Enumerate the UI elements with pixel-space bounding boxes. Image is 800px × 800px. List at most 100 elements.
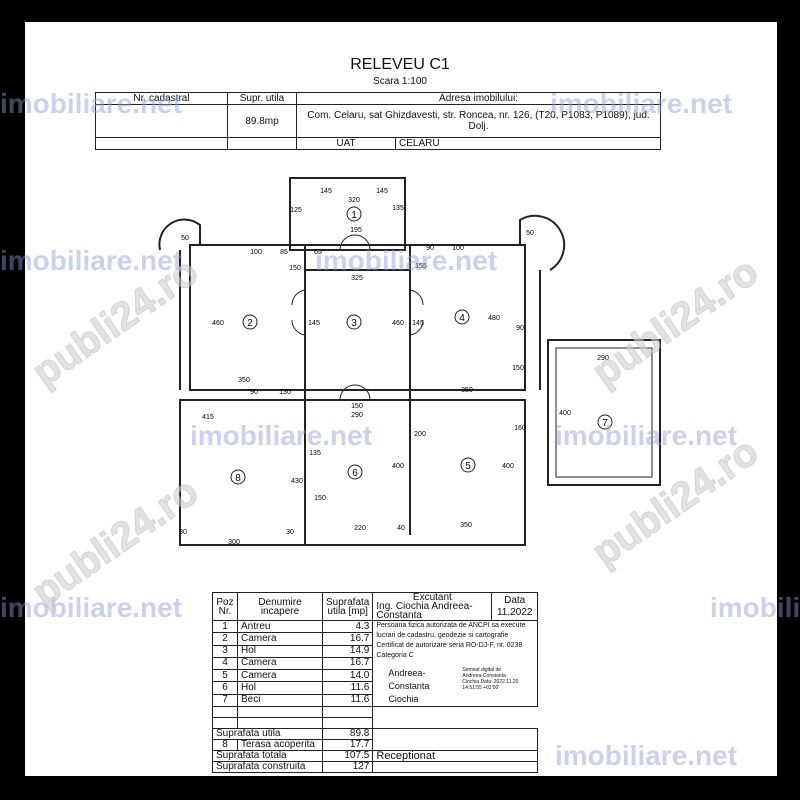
dimension-label: 415 xyxy=(202,414,214,421)
dimension-label: 200 xyxy=(414,431,426,438)
dimension-label: 195 xyxy=(350,227,362,234)
dimension-label: 220 xyxy=(354,525,366,532)
executant-label: Excutant xyxy=(412,592,452,603)
executant-name: Ing. Ciochia Andreea-Constanta xyxy=(376,601,473,621)
row-name: Antreu xyxy=(237,619,323,634)
row-nr: 3 xyxy=(212,644,238,658)
dimension-label: 400 xyxy=(502,463,514,470)
dimension-label: 320 xyxy=(348,197,360,204)
dimension-label: 90 xyxy=(426,245,434,252)
auth-category: Categoria C xyxy=(376,652,414,659)
row-nr: 7 xyxy=(212,693,238,708)
dimension-label: 145 xyxy=(376,188,388,195)
dimension-label: 400 xyxy=(392,463,404,470)
auth-cert: Certificat de autorizare seria RO-DJ-F, … xyxy=(376,642,523,649)
dimension-label: 145 xyxy=(320,188,332,195)
row-name: Hol xyxy=(237,681,323,695)
terasa-value: 17.7 xyxy=(321,739,374,751)
digital-signature: Semnat digital de Andreea-Constanta Cioc… xyxy=(462,667,519,691)
row-nr: 6 xyxy=(212,681,238,695)
dimension-label: 460 xyxy=(392,320,404,327)
row-area: 16.7 xyxy=(321,632,374,646)
col-suprafata: Suprafata utila [mp] xyxy=(321,592,374,621)
dimension-label: 460 xyxy=(212,320,224,327)
watermark: imobiliare.net xyxy=(555,740,738,771)
watermark: imobiliare.net xyxy=(0,245,183,276)
terasa-label: Terasa acoperita xyxy=(237,739,323,751)
suprafata-construita-label: Suprafata construita xyxy=(212,761,323,773)
authorization-cell: Persoana fizica autorizata de ANCPI sa e… xyxy=(372,620,538,707)
room-number: 6 xyxy=(352,468,358,479)
dimension-label: 90 xyxy=(250,389,258,396)
row-name: Beci xyxy=(237,693,323,708)
dimension-label: 480 xyxy=(488,315,500,322)
dimension-label: 155 xyxy=(415,263,427,270)
dimension-label: 350 xyxy=(461,387,473,394)
row-area: 4.3 xyxy=(321,619,374,634)
receptionat-label: Receptionat xyxy=(372,750,538,762)
dimension-label: 65 xyxy=(314,249,322,256)
dimension-label: 290 xyxy=(597,355,609,362)
watermark: imobiliare.net xyxy=(315,245,498,276)
dimension-label: 145 xyxy=(308,320,320,327)
dimension-label: 130 xyxy=(279,389,291,396)
row-nr: 1 xyxy=(212,619,238,634)
dimension-label: 30 xyxy=(286,529,294,536)
dimension-label: 150 xyxy=(289,265,301,272)
row-name: Camera xyxy=(237,632,323,646)
dimension-label: 50 xyxy=(181,235,189,242)
dimension-label: 150 xyxy=(512,365,524,372)
suprafata-totala-label: Suprafata totala xyxy=(212,750,323,762)
scale-label: Scara 1:100 xyxy=(373,76,427,87)
dimension-label: 145 xyxy=(412,320,424,327)
dimension-label: 100 xyxy=(250,249,262,256)
dimension-label: 135 xyxy=(309,450,321,457)
dimension-label: 325 xyxy=(351,275,363,282)
dimension-label: 125 xyxy=(290,207,302,214)
dimension-label: 350 xyxy=(238,377,250,384)
dimension-label: 100 xyxy=(452,245,464,252)
date-label: Data xyxy=(504,594,526,606)
watermark: imobiliare.net xyxy=(0,88,183,119)
row-area: 11.6 xyxy=(321,693,374,708)
col-denumire: Denumire incapere xyxy=(237,592,323,621)
watermark: imobiliare.net xyxy=(710,592,800,623)
adresa-value: Com. Celaru, sat Ghizdavesti, str. Ronce… xyxy=(296,104,661,138)
room-number: 2 xyxy=(247,318,253,329)
dimension-label: 430 xyxy=(291,478,303,485)
row-nr: 4 xyxy=(212,656,238,671)
row-name: Camera xyxy=(237,656,323,671)
dimension-label: 85 xyxy=(280,249,288,256)
dimension-label: 90 xyxy=(516,325,524,332)
watermark: imobiliare.net xyxy=(0,592,183,623)
room-number: 3 xyxy=(351,318,357,329)
dimension-label: 40 xyxy=(397,525,405,532)
dimension-label: 135 xyxy=(392,205,404,212)
row-area: 11.6 xyxy=(321,681,374,695)
terasa-nr: 8 xyxy=(212,739,238,751)
watermark: imobiliare.net xyxy=(555,420,738,451)
dimension-label: 150 xyxy=(351,403,363,410)
dimension-label: 290 xyxy=(351,412,363,419)
row-name: Hol xyxy=(237,644,323,658)
auth-text: Persoana fizica autorizata de ANCPI sa e… xyxy=(376,622,526,639)
dimension-label: 50 xyxy=(526,230,534,237)
suprafata-totala-value: 107.5 xyxy=(321,750,374,762)
col-poz: Poz Nr. xyxy=(212,592,238,621)
dimension-label: 150 xyxy=(314,495,326,502)
row-area: 16.7 xyxy=(321,656,374,671)
dimension-label: 300 xyxy=(228,539,240,546)
suprafata-utila-label: Suprafata utila xyxy=(212,728,323,740)
watermark: imobiliare.net xyxy=(550,88,733,119)
room-number: 8 xyxy=(235,473,241,484)
row-area: 14.0 xyxy=(321,669,374,683)
room-number: 7 xyxy=(602,418,608,429)
dimension-label: 160 xyxy=(514,425,526,432)
